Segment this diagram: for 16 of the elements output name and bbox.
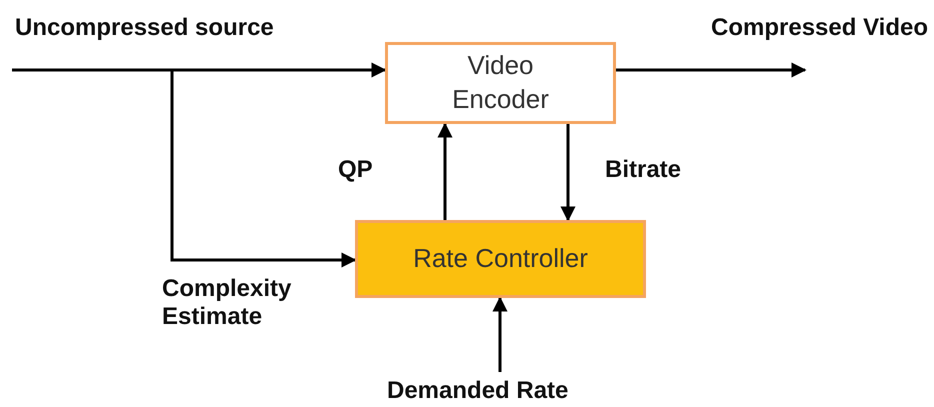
edge-label: QP (338, 156, 373, 184)
edge-label: Uncompressed source (15, 14, 274, 42)
arrow (170, 70, 356, 268)
edge-label: Demanded Rate (387, 377, 568, 405)
arrow (438, 122, 452, 220)
box-label: Rate Controller (413, 242, 588, 276)
box-label: Video Encoder (451, 49, 550, 116)
edge-label: Complexity Estimate (162, 275, 292, 330)
arrow (560, 124, 576, 222)
arrow (12, 62, 386, 78)
edge-label: Compressed Video (711, 14, 928, 42)
edge-label: Bitrate (605, 156, 682, 184)
process-box (385, 42, 616, 124)
arrow (492, 296, 508, 372)
arrow (616, 62, 806, 78)
controller-box (355, 220, 646, 298)
